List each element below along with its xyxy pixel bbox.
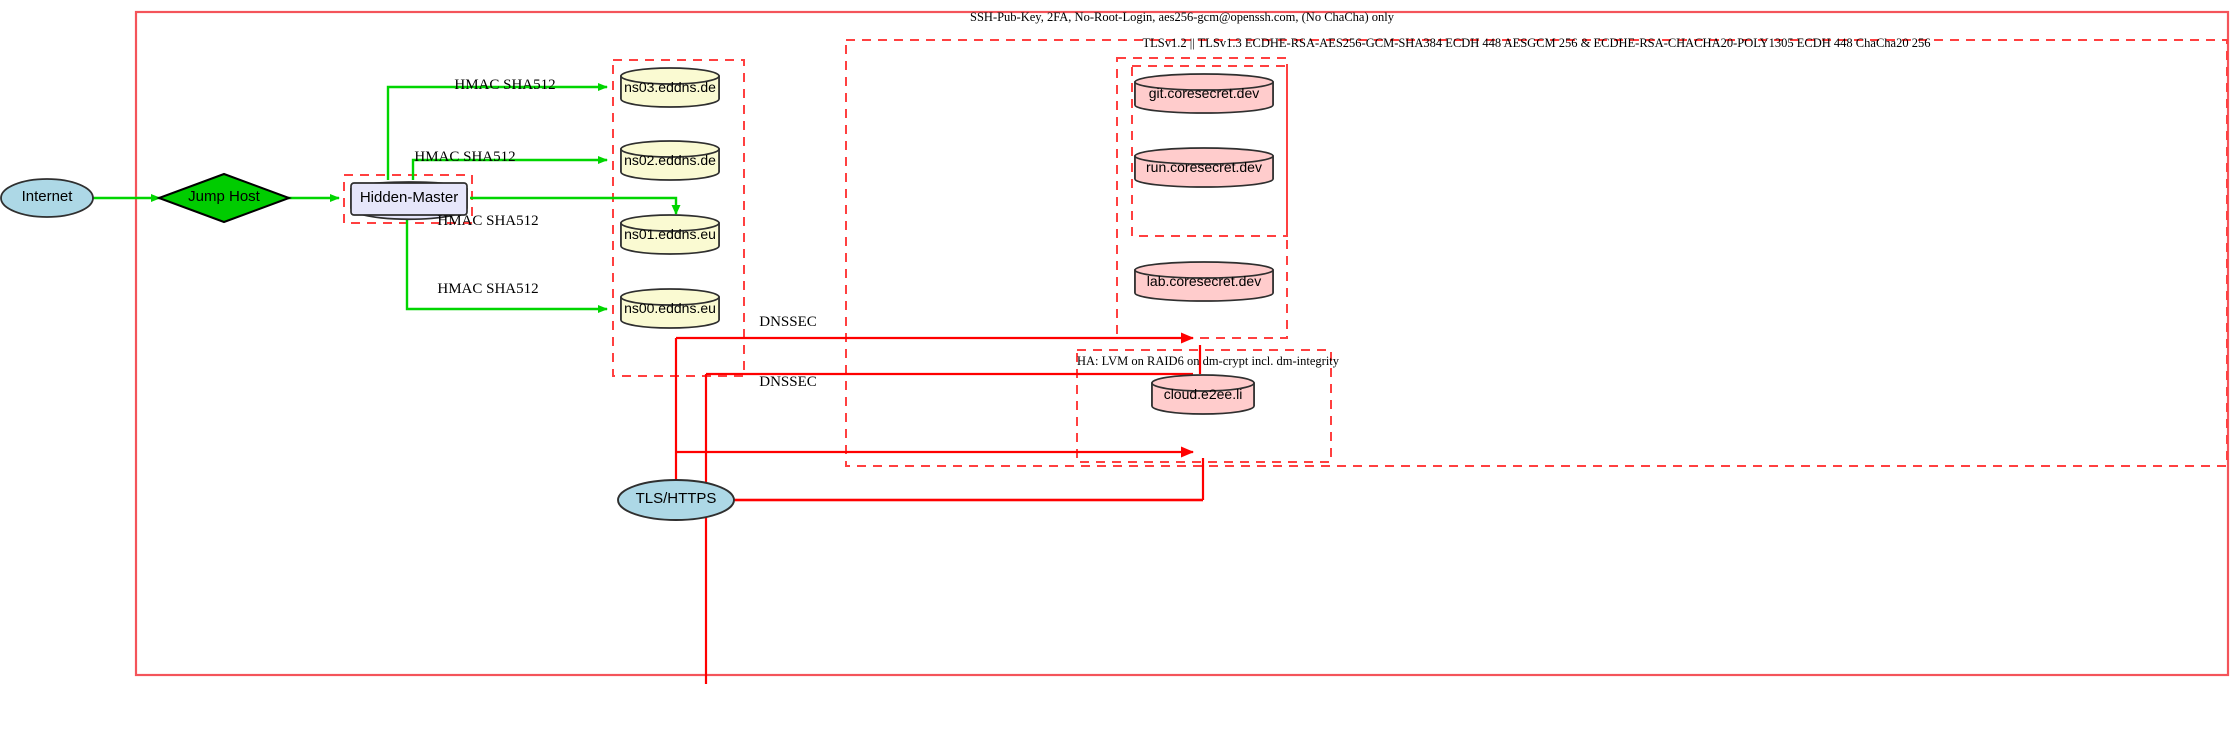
cluster-dns: [612, 59, 745, 377]
edge-dnssec-2: [704, 372, 1193, 640]
node-hidden-master[interactable]: [350, 181, 468, 221]
edge-hiddenmaster-to-ns00: [405, 219, 608, 313]
cluster-coresecret-outer: [1116, 57, 1288, 339]
edge-label-hmac-ns02: HMAC SHA512: [414, 149, 516, 165]
cluster-ha: [1076, 349, 1332, 463]
edge-tls-https-uplink: [676, 446, 1205, 502]
node-ns01[interactable]: [620, 214, 720, 255]
edge-hiddenmaster-to-ns01: [470, 196, 681, 215]
cluster-tls: [845, 39, 2228, 467]
node-tls-https[interactable]: [617, 479, 735, 521]
cluster-tls-label: TLSv1.2 || TLSv1.3 ECDHE-RSA-AES256-GCM-…: [1142, 36, 1931, 50]
edge-label-hmac-ns01: HMAC SHA512: [437, 213, 539, 229]
node-internet[interactable]: [0, 178, 94, 218]
node-jump-host[interactable]: [156, 172, 292, 224]
edge-label-hmac-ns03: HMAC SHA512: [454, 77, 556, 93]
node-git-coresecret[interactable]: [1134, 73, 1274, 114]
cluster-coresecret-inner: [1131, 65, 1288, 237]
edge-label-dnssec-2: DNSSEC: [759, 374, 817, 390]
node-ns02[interactable]: [620, 140, 720, 181]
edge-hiddenmaster-to-ns03: [386, 83, 608, 180]
node-run-coresecret[interactable]: [1134, 147, 1274, 188]
cluster-ha-label: HA: LVM on RAID6 on dm-crypt incl. dm-in…: [1077, 354, 1340, 368]
edge-hiddenmaster-to-ns02: [411, 156, 608, 180]
cluster-ssh-label: SSH-Pub-Key, 2FA, No-Root-Login, aes256-…: [970, 10, 1394, 24]
node-ns03[interactable]: [620, 67, 720, 108]
node-ns00[interactable]: [620, 288, 720, 329]
edge-label-dnssec-1: DNSSEC: [759, 314, 817, 330]
edge-label-hmac-ns00: HMAC SHA512: [437, 281, 539, 297]
node-lab-coresecret[interactable]: [1134, 261, 1274, 302]
node-cloud-e2ee[interactable]: [1151, 374, 1255, 415]
